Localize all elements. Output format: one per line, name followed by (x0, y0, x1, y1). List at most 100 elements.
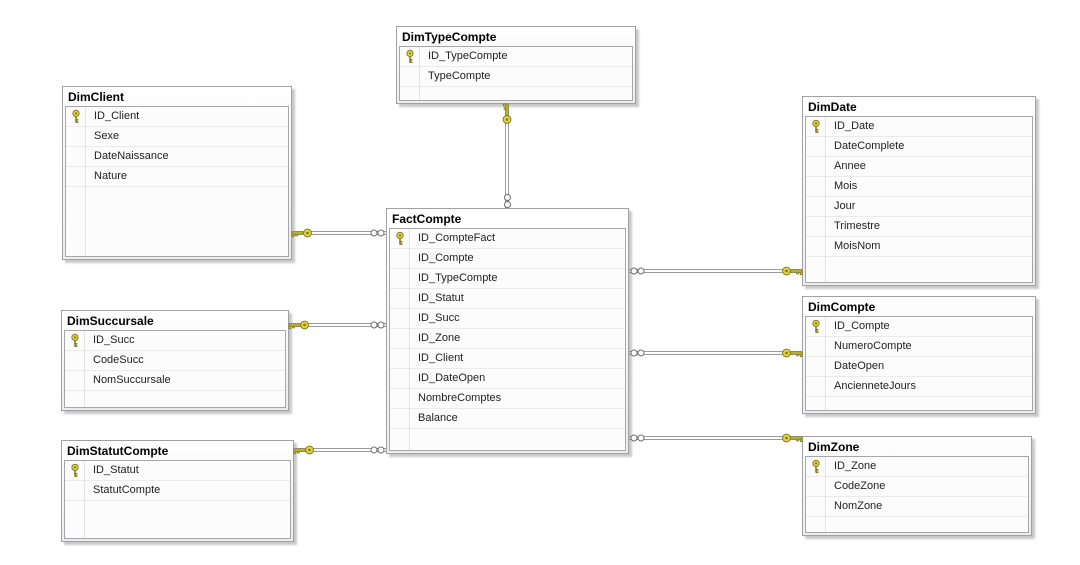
column-row[interactable]: AncienneteJours (806, 377, 1032, 397)
column-row[interactable]: NumeroCompte (806, 337, 1032, 357)
relationship-dimtypecompte-factcompte[interactable] (501, 103, 513, 209)
column-row[interactable]: Jour (806, 197, 1032, 217)
relationship-line (629, 436, 802, 440)
relationship-line (505, 104, 509, 208)
column-row[interactable]: Trimestre (806, 217, 1032, 237)
column-row[interactable]: NomZone (806, 497, 1028, 517)
column-row[interactable]: StatutCompte (65, 481, 290, 501)
column-name: DateComplete (834, 140, 905, 152)
relationship-factcompte-dimzone[interactable] (629, 432, 803, 444)
relationship-dimstatutcompte-factcompte[interactable] (293, 444, 386, 456)
column-row[interactable]: ID_Client (66, 107, 288, 127)
column-name: MoisNom (834, 240, 881, 252)
column-row[interactable]: ID_Date (806, 117, 1032, 137)
column-name: ID_Succ (93, 334, 135, 346)
relationship-line (294, 448, 386, 452)
relationship-dimsuccursale-factcompte[interactable] (288, 319, 386, 331)
column-row[interactable]: Nature (66, 167, 288, 187)
column-name: ID_TypeCompte (418, 272, 498, 284)
many-infinity-icon (630, 434, 645, 442)
column-row[interactable]: CodeSucc (65, 351, 285, 371)
column-row[interactable]: ID_Client (390, 349, 625, 369)
relationship-factcompte-dimdate[interactable] (629, 265, 803, 277)
column-name: ID_Statut (418, 292, 464, 304)
column-name: ID_Statut (93, 464, 139, 476)
column-row[interactable]: Balance (390, 409, 625, 429)
column-row[interactable]: ID_TypeCompte (400, 47, 632, 67)
column-row[interactable]: MoisNom (806, 237, 1032, 257)
primary-key-icon (806, 119, 825, 134)
table-title[interactable]: FactCompte (392, 212, 462, 226)
column-row[interactable]: NombreComptes (390, 389, 625, 409)
table-title[interactable]: DimStatutCompte (67, 444, 169, 458)
column-name: CodeZone (834, 480, 886, 492)
column-row[interactable]: ID_DateOpen (390, 369, 625, 389)
relationship-dimclient-factcompte[interactable] (291, 227, 386, 239)
column-name: DateOpen (834, 360, 885, 372)
many-infinity-icon (370, 446, 385, 454)
many-infinity-icon (630, 267, 645, 275)
column-row[interactable]: ID_TypeCompte (390, 269, 625, 289)
column-row[interactable]: ID_Zone (806, 457, 1028, 477)
column-name: ID_Client (94, 110, 140, 122)
relationship-line (289, 323, 386, 327)
column-row[interactable]: DateOpen (806, 357, 1032, 377)
column-row[interactable]: NomSuccursale (65, 371, 285, 391)
column-row[interactable]: Annee (806, 157, 1032, 177)
primary-key-icon (65, 463, 84, 478)
relationship-line (629, 269, 802, 273)
table-title[interactable]: DimZone (808, 440, 860, 454)
column-row[interactable]: Sexe (66, 127, 288, 147)
column-row[interactable]: ID_Compte (806, 317, 1032, 337)
column-name: ID_Compte (834, 320, 890, 332)
column-name: ID_DateOpen (418, 372, 486, 384)
column-name: ID_Compte (418, 252, 474, 264)
column-row[interactable]: Mois (806, 177, 1032, 197)
many-infinity-icon (504, 194, 512, 209)
column-name: NombreComptes (418, 392, 502, 404)
column-name: StatutCompte (93, 484, 161, 496)
column-name: NomSuccursale (93, 374, 171, 386)
column-row[interactable]: ID_Succ (390, 309, 625, 329)
column-row[interactable]: ID_Statut (390, 289, 625, 309)
table-title[interactable]: DimDate (808, 100, 857, 114)
key-icon (781, 433, 803, 443)
relationship-factcompte-dimcompte[interactable] (629, 347, 803, 359)
table-title[interactable]: DimClient (68, 90, 125, 104)
table-title[interactable]: DimCompte (808, 300, 876, 314)
column-row[interactable]: CodeZone (806, 477, 1028, 497)
column-row[interactable]: ID_Zone (390, 329, 625, 349)
key-icon (293, 445, 315, 455)
table-title[interactable]: DimTypeCompte (402, 30, 497, 44)
column-name: DateNaissance (94, 150, 169, 162)
column-name: Annee (834, 160, 866, 172)
column-row[interactable]: ID_CompteFact (390, 229, 625, 249)
column-row[interactable]: DateComplete (806, 137, 1032, 157)
column-name: NomZone (834, 500, 883, 512)
key-icon (502, 103, 512, 125)
column-row[interactable]: ID_Succ (65, 331, 285, 351)
column-row[interactable]: ID_Statut (65, 461, 290, 481)
table-title[interactable]: DimSuccursale (67, 314, 154, 328)
column-name: Jour (834, 200, 856, 212)
column-row[interactable]: DateNaissance (66, 147, 288, 167)
column-row[interactable]: TypeCompte (400, 67, 632, 87)
column-name: Trimestre (834, 220, 881, 232)
column-row[interactable]: ID_Compte (390, 249, 625, 269)
relationship-line (292, 231, 386, 235)
column-name: AncienneteJours (834, 380, 916, 392)
